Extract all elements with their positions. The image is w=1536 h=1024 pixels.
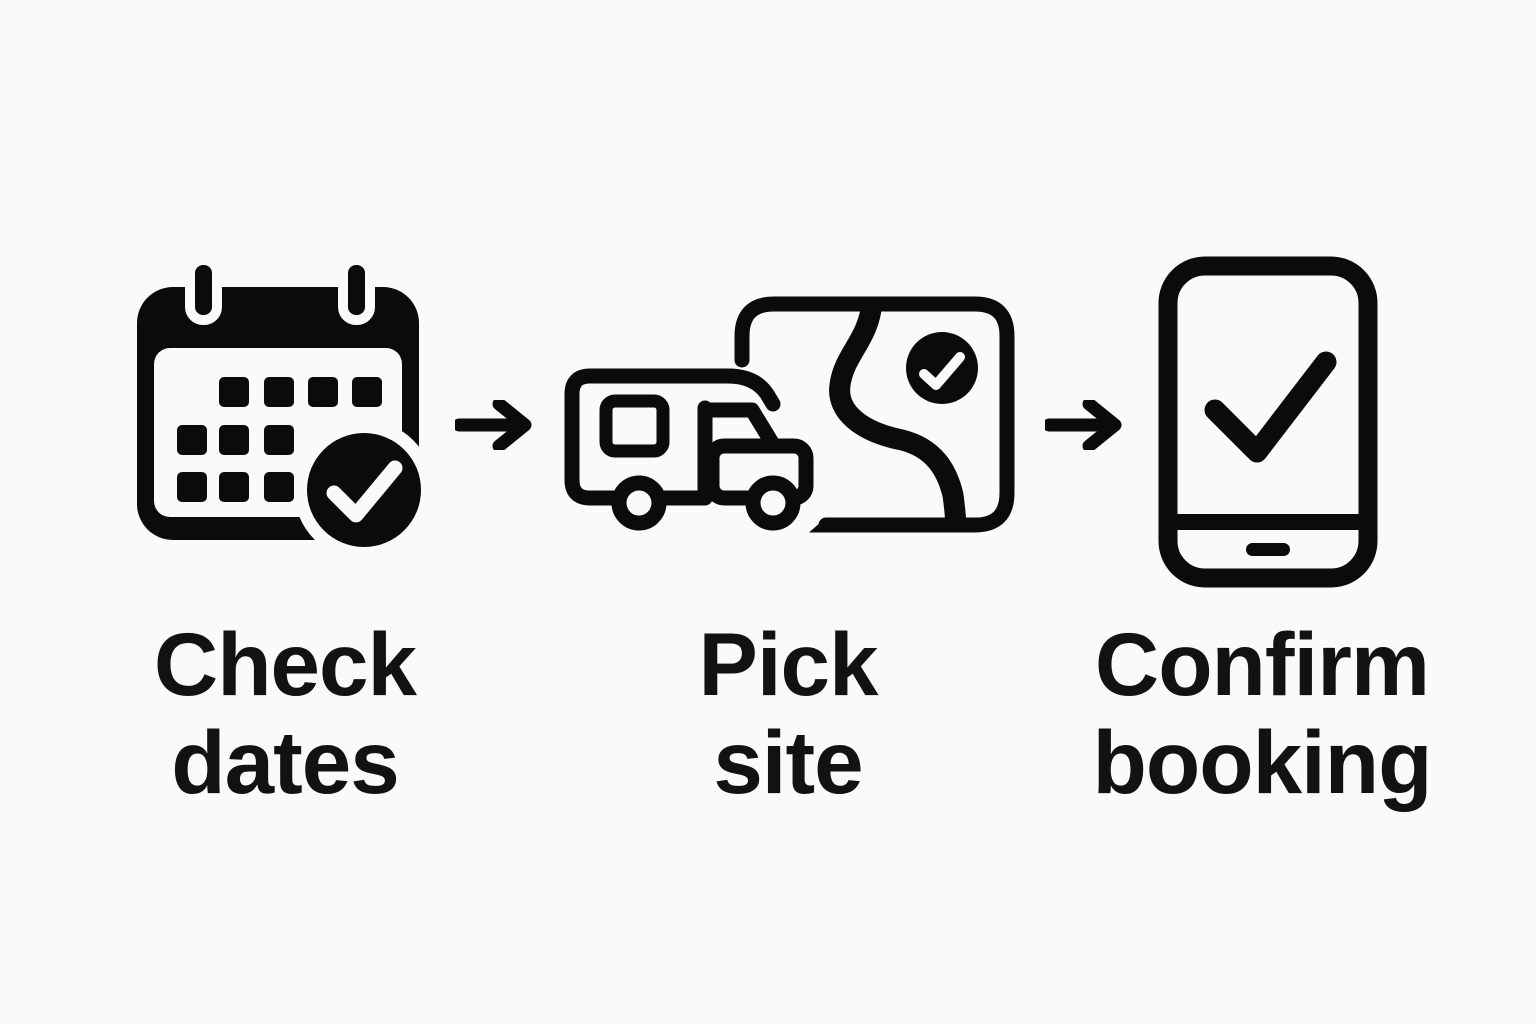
step-label-line: booking: [1092, 712, 1432, 812]
calendar-check-icon: [137, 255, 434, 560]
step-label-confirm-booking: Confirm booking: [1037, 615, 1487, 811]
step-label-line: dates: [171, 712, 400, 812]
step-label-pick-site: Pick site: [563, 615, 1013, 811]
phone-check-icon: [1158, 256, 1378, 588]
arrow-right-icon: [1045, 400, 1122, 450]
step-label-check-dates: Check dates: [60, 615, 510, 811]
step-label-line: Confirm: [1094, 614, 1430, 714]
campervan-map-check-icon: [564, 296, 1015, 533]
step-label-line: Check: [153, 614, 417, 714]
step-label-line: Pick: [698, 614, 878, 714]
step-label-line: site: [713, 712, 863, 812]
arrow-right-icon: [455, 400, 532, 450]
